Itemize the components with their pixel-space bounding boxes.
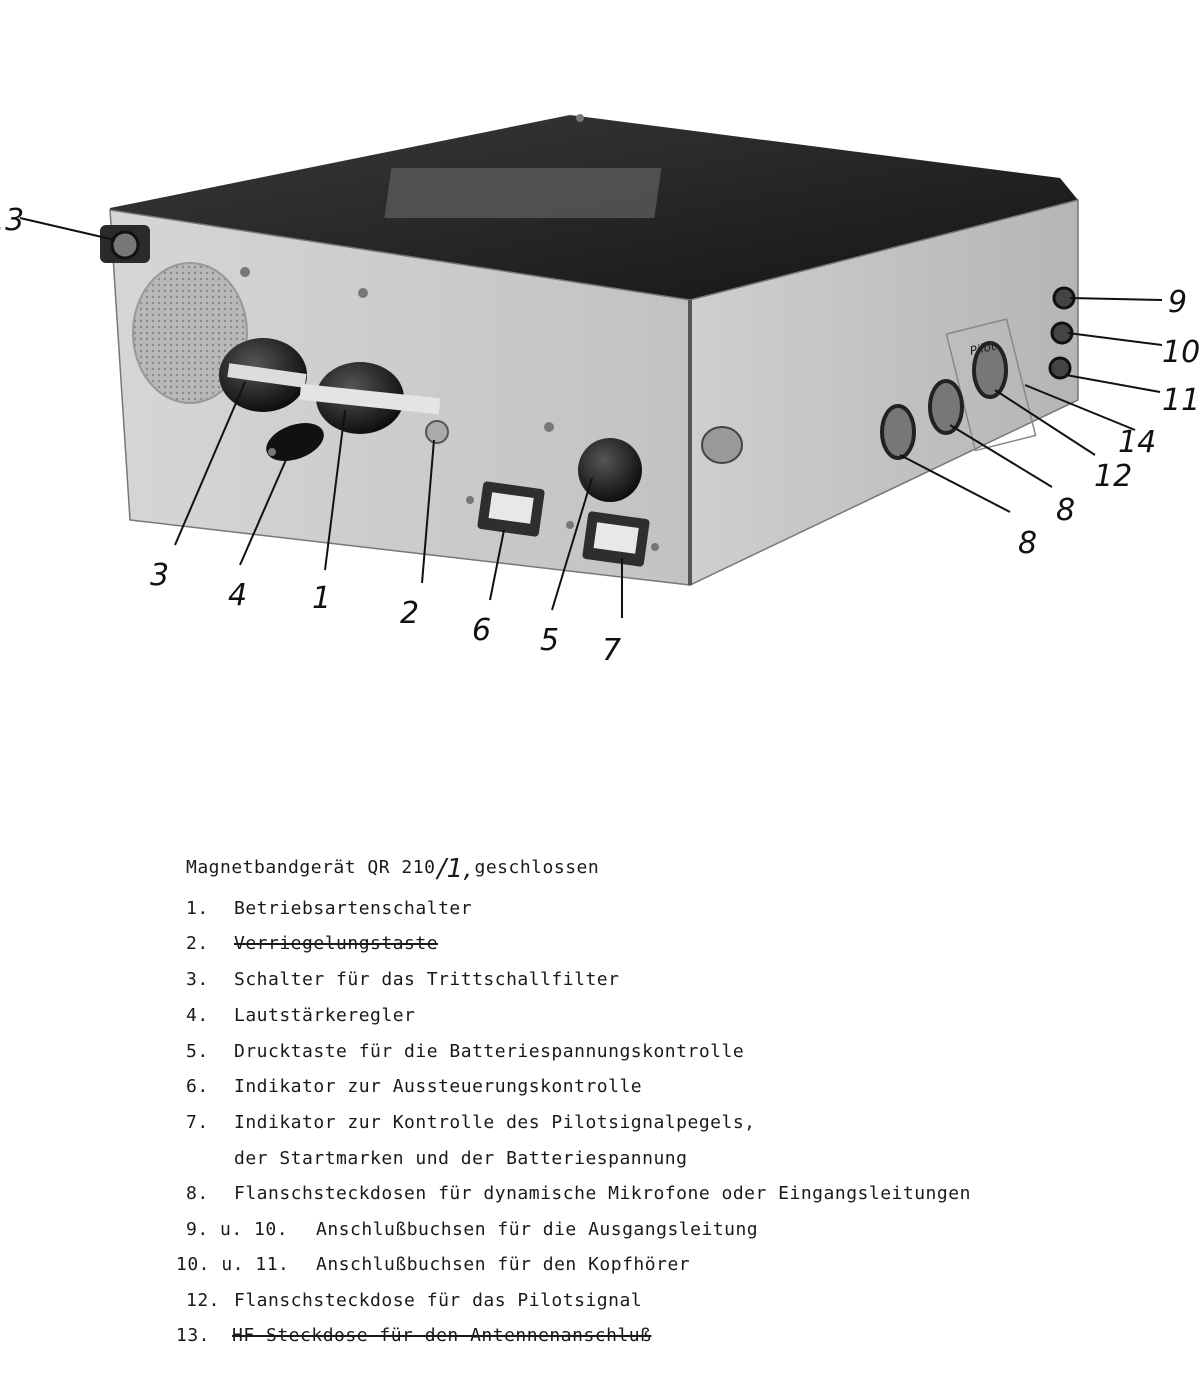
callout-6: 6 (472, 613, 491, 648)
callout-13: 13 (0, 203, 24, 238)
legend-number: 10. u. 11. (176, 1254, 290, 1275)
device-photo: Pilot 13 3 4 1 2 6 5 7 9 10 11 14 12 8 (0, 114, 1200, 668)
callout-4: 4 (228, 578, 247, 613)
legend-number: 6. (186, 1076, 209, 1097)
legend-item: 3. Schalter für das Trittschallfilter (186, 969, 619, 990)
legend-number: 9. u. 10. (186, 1219, 289, 1240)
callout-12: 12 (1094, 459, 1132, 494)
mic-socket-2 (928, 379, 964, 435)
callout-5: 5 (540, 623, 559, 658)
caption-text: Magnetbandgerät QR 210 (186, 857, 436, 878)
caption-handwritten: /1, (437, 854, 473, 884)
legend-item: 1. Betriebsartenschalter (186, 898, 472, 919)
legend-number: 3. (186, 969, 209, 990)
legend-text: Flanschsteckdose für das Pilotsignal (234, 1290, 643, 1311)
callout-8a: 8 (1056, 493, 1075, 528)
callout-10: 10 (1162, 335, 1200, 370)
figure-caption: Magnetbandgerät QR 210/1,geschlossen (186, 850, 600, 884)
callout-1: 1 (312, 581, 331, 616)
legend-number: 8. (186, 1183, 209, 1204)
legend-text: Indikator zur Aussteuerungskontrolle (234, 1076, 643, 1097)
legend-item: der Startmarken und der Batteriespannung (186, 1148, 687, 1169)
callout-14: 14 (1118, 425, 1156, 460)
mic-socket-1 (880, 404, 916, 460)
legend-text: Indikator zur Kontrolle des Pilotsignalp… (234, 1112, 756, 1133)
legend-text: HF-Steckdose für den Antennenanschluß (232, 1325, 652, 1346)
jack-11 (1048, 356, 1072, 380)
legend-item: 13. HF-Steckdose für den Antennenanschluß (176, 1325, 651, 1346)
legend-item: 10. u. 11. Anschlußbuchsen für den Kopfhö… (176, 1254, 690, 1275)
legend-text: Anschlußbuchsen für den Kopfhörer (316, 1254, 691, 1275)
legend-number: 12. (186, 1290, 221, 1311)
legend-text: Drucktaste für die Batteriespannungskont… (234, 1041, 745, 1062)
speaker-grille (132, 262, 248, 404)
callout-11: 11 (1162, 383, 1200, 418)
callout-labels: 13 3 4 1 2 6 5 7 9 10 11 14 12 8 8 (0, 203, 1200, 668)
pilot-socket (972, 341, 1008, 399)
legend-number: 5. (186, 1041, 209, 1062)
legend-item: 6. Indikator zur Aussteuerungskontrolle (186, 1076, 642, 1097)
callout-7: 7 (602, 633, 621, 668)
legend-text: Anschlußbuchsen für die Ausgangsleitung (316, 1219, 759, 1240)
legend-text: Flanschsteckdosen für dynamische Mikrofo… (234, 1183, 971, 1204)
leader-lines (19, 217, 1163, 618)
caption-text-end: geschlossen (474, 857, 600, 878)
callout-8b: 8 (1018, 526, 1037, 561)
legend-item: 8. Flanschsteckdosen für dynamische Mikro… (186, 1183, 971, 1204)
callout-9: 9 (1168, 285, 1187, 320)
legend-number: 4. (186, 1005, 209, 1026)
legend-item: 9. u. 10. Anschlußbuchsen für die Ausgang… (186, 1219, 758, 1240)
legend-number: 7. (186, 1112, 209, 1133)
legend-text: Betriebsartenschalter (234, 898, 473, 919)
panel-screws (240, 114, 659, 551)
legend-item: 7. Indikator zur Kontrolle des Pilotsigna… (186, 1112, 756, 1133)
callout-3: 3 (150, 558, 169, 593)
legend-text: Schalter für das Trittschallfilter (234, 969, 620, 990)
legend-item: 4. Lautstärkeregler (186, 1005, 415, 1026)
legend-text: der Startmarken und der Batteriespannung (234, 1148, 688, 1169)
battery-test-button (578, 438, 642, 502)
level-meter (477, 481, 545, 537)
legend-item: 5. Drucktaste für die Batteriespannungsko… (186, 1041, 744, 1062)
legend-item: 12. Flanschsteckdose für das Pilotsignal (186, 1290, 642, 1311)
legend-number: 1. (186, 898, 209, 919)
legend-text: Verriegelungstaste (234, 933, 439, 954)
antenna-connector (100, 225, 150, 263)
legend-item: 2. Verriegelungstaste (186, 933, 438, 954)
right-side-button (701, 426, 743, 464)
callout-2: 2 (400, 596, 419, 631)
pilot-meter (582, 511, 650, 567)
volume-knob (266, 423, 324, 461)
lock-button (425, 420, 449, 444)
legend-number: 2. (186, 933, 209, 954)
pilot-panel-label: Pilot (968, 339, 998, 358)
legend-number: 13. (176, 1325, 211, 1346)
mode-switch-knob (299, 362, 441, 434)
legend-text: Lautstärkeregler (234, 1005, 416, 1026)
